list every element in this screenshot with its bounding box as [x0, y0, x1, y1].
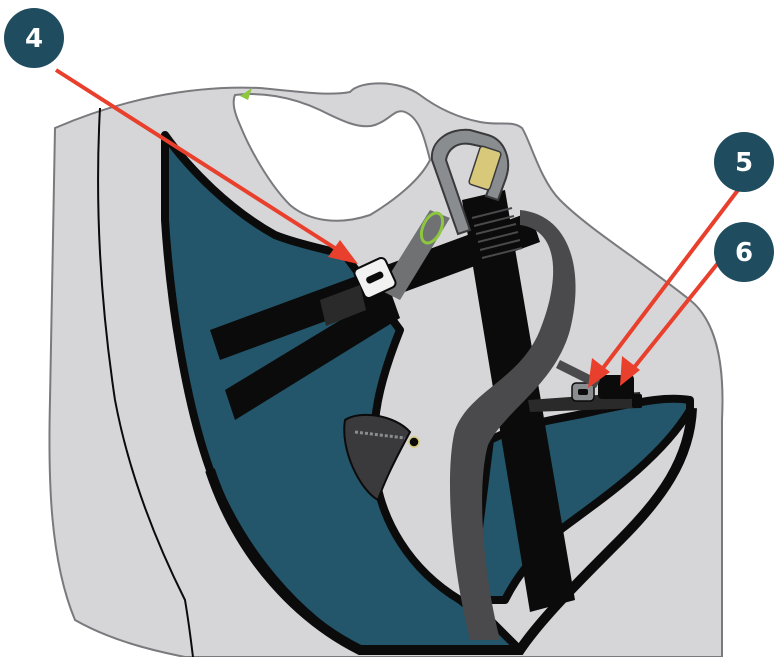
callout-4: 4 [4, 8, 64, 68]
zipper-pull [409, 437, 419, 447]
callout-5: 5 [714, 132, 774, 192]
callout-label: 4 [25, 24, 43, 54]
callout-6: 6 [714, 222, 774, 282]
callout-label: 6 [735, 238, 753, 268]
callout-label: 5 [735, 148, 753, 178]
